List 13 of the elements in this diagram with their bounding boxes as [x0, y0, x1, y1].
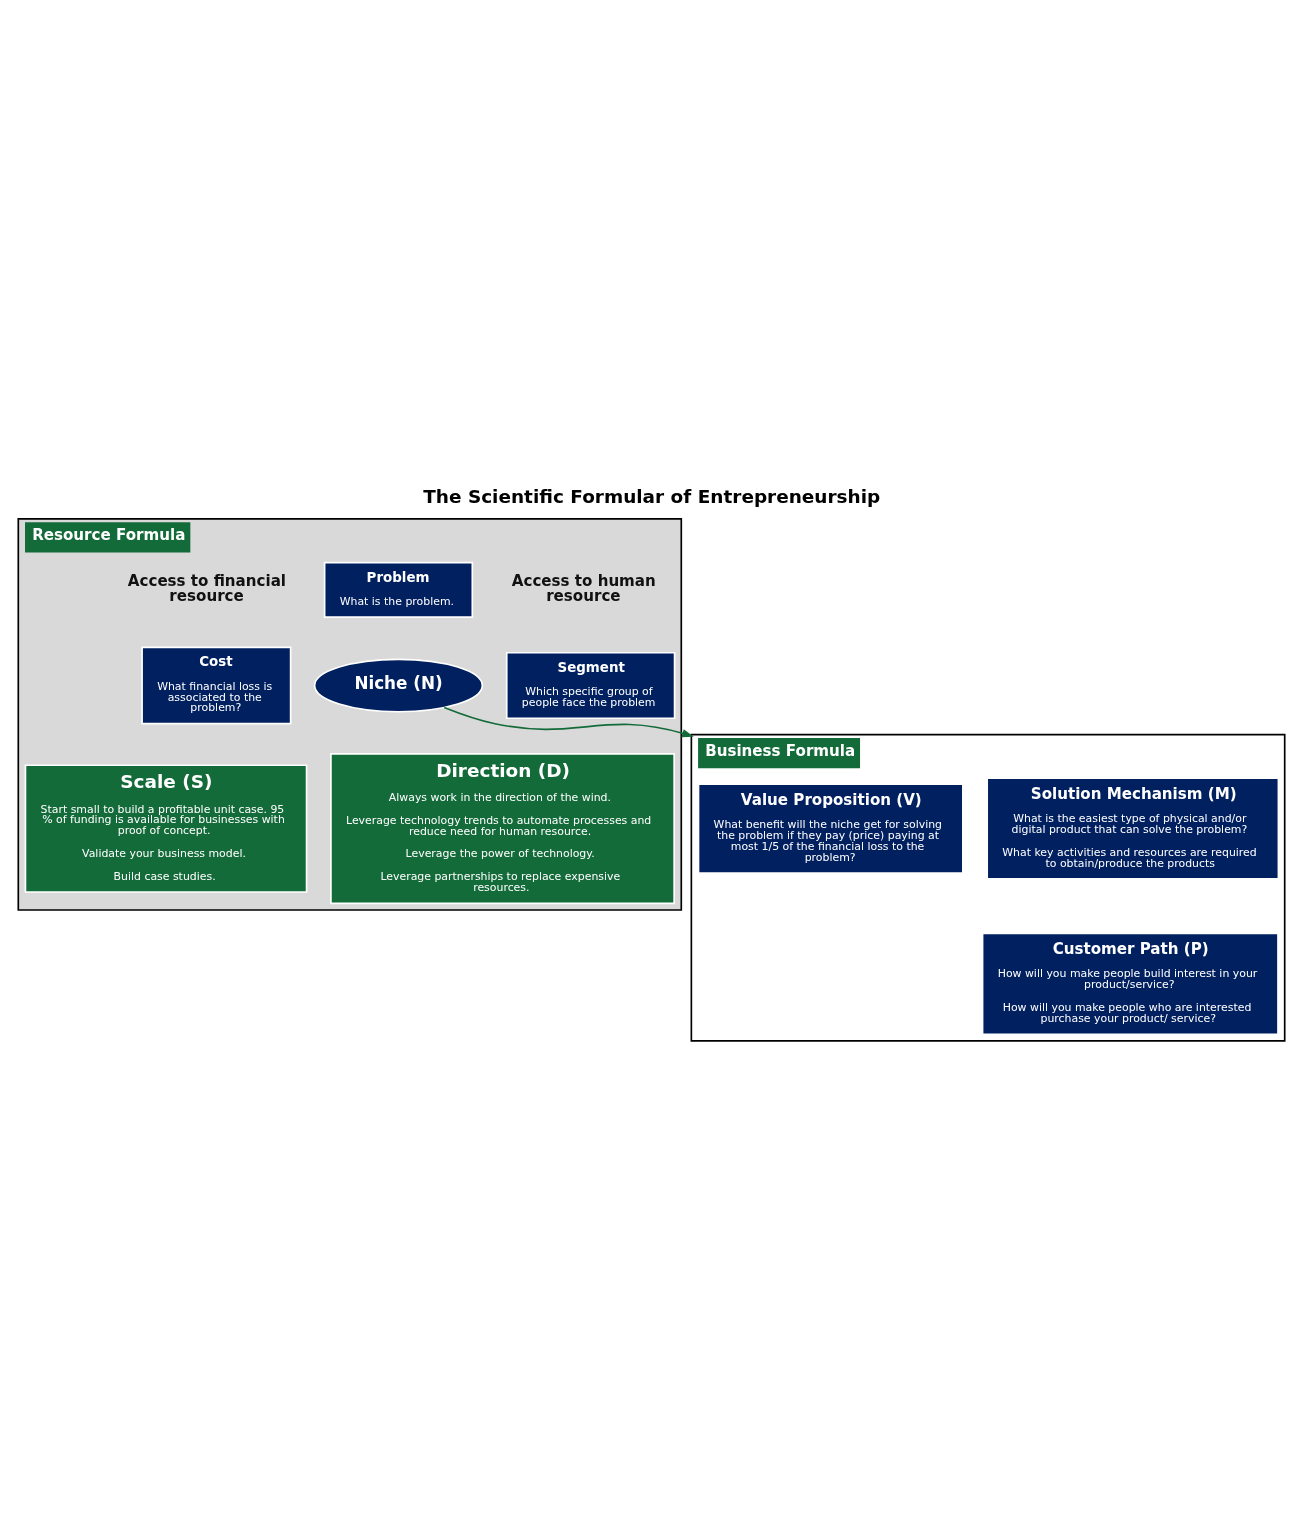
node-text: Access to financial resource — [127, 571, 287, 606]
node-box: Cost What financial loss is associated to the problem? — [141, 646, 292, 725]
node-box: Direction (D) Always work in the direction of the wind. Leverage technology trends to automate processes and reduce need for human resource. Leverage the power of technology. Leverage partnerships to replace expensive resources. — [330, 753, 675, 905]
diagram-title: The Scientific Formular of Entrepreneurship — [423, 485, 881, 507]
node-box: Customer Path (P) How will you make people build interest in your product/service? How will you make people who are interested purchase your product/ service? — [981, 932, 1279, 1036]
node-box: Value Proposition (V) What benefit will the niche get for solving the problem if they pay (price) paying at most 1/5 of the financial loss to the problem? — [697, 783, 964, 874]
arrow — [443, 706, 694, 738]
node-text: Access to human resource — [511, 571, 656, 606]
node-box: Problem What is the problem. — [323, 561, 474, 618]
node-ellipse: Niche (N) — [313, 658, 484, 713]
node-box: Solution Mechanism (M) What is the easiest type of physical and/or digital product that can solve the problem? What key activities and resources are required to obtain/produce the products — [986, 777, 1280, 880]
node-box: Scale (S) Start small to build a profitable unit case. 95 % of funding is available for businesses with proof of concept. Validate your business model. Build case studies. — [24, 764, 308, 893]
node-box: Segment Which specific group of people face the problem — [505, 651, 676, 720]
